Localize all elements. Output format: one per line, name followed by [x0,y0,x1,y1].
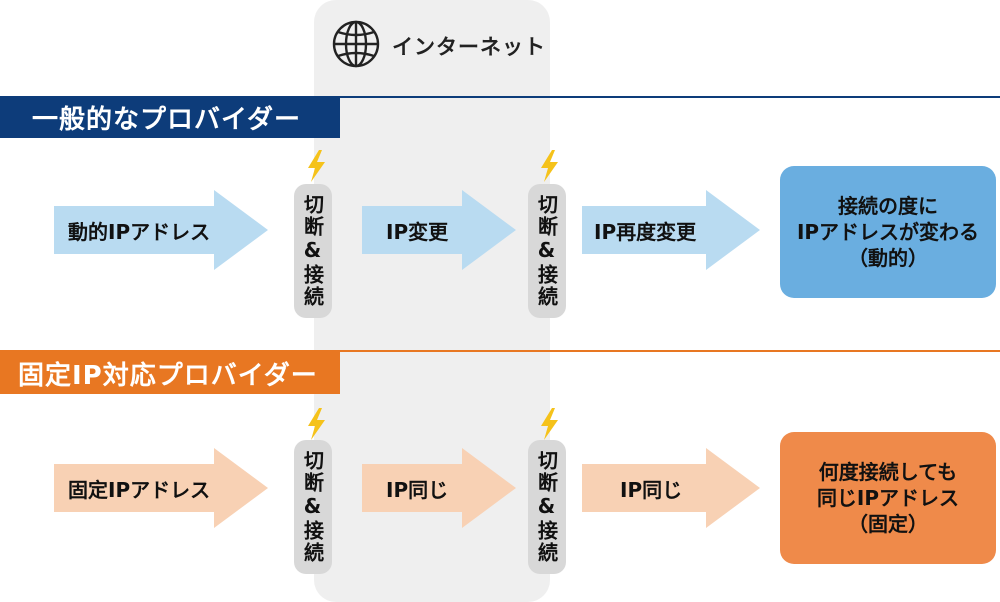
section-1-connection-2: 切断&接続 [528,184,566,318]
internet-header: インターネット [330,18,546,74]
section-2-result: 何度接続しても 同じIPアドレス （固定） [780,432,996,564]
section-1-connection-1-label: 切断&接続 [300,194,325,308]
section-1-title: 一般的なプロバイダー [0,96,340,138]
section-1-connection-1: 切断&接続 [294,184,332,318]
section-1-title-text: 一般的なプロバイダー [32,104,301,135]
section-2-middle-label: IP同じ [386,477,449,502]
internet-label: インターネット [392,35,546,59]
lightning-icon [541,150,558,182]
section-2-middle-arrow: IP同じ [362,448,516,528]
section-2-rule [0,350,1000,352]
section-2-title: 固定IP対応プロバイダー [0,352,340,394]
section-1-rule [0,96,1000,98]
section-2-start-label: 固定IPアドレス [68,477,211,502]
globe-icon [330,18,382,74]
section-1-middle-label: IP変更 [386,219,449,244]
section-1-result-text: 接続の度に IPアドレスが変わる （動的） [796,194,980,270]
section-1-start-arrow: 動的IPアドレス [54,190,268,270]
lightning-icon [308,150,325,182]
section-2-end-arrow: IP同じ [582,448,760,528]
section-2-start-arrow: 固定IPアドレス [54,448,268,528]
section-2-connection-2: 切断&接続 [528,440,566,574]
section-1-result: 接続の度に IPアドレスが変わる （動的） [780,166,996,298]
section-2-connection-1: 切断&接続 [294,440,332,574]
section-1-end-label: IP再度変更 [594,219,697,244]
section-1-connection-2-label: 切断&接続 [534,194,559,308]
section-1-start-label: 動的IPアドレス [68,219,211,244]
section-2-connection-1-label: 切断&接続 [300,450,325,564]
lightning-icon [541,408,558,440]
section-1-end-arrow: IP再度変更 [582,190,760,270]
lightning-icon [308,408,325,440]
section-2-connection-2-label: 切断&接続 [534,450,559,564]
section-2-result-text: 何度接続しても 同じIPアドレス （固定） [816,460,960,536]
section-1-middle-arrow: IP変更 [362,190,516,270]
section-2-title-text: 固定IP対応プロバイダー [18,360,318,391]
section-2-end-label: IP同じ [620,477,683,502]
